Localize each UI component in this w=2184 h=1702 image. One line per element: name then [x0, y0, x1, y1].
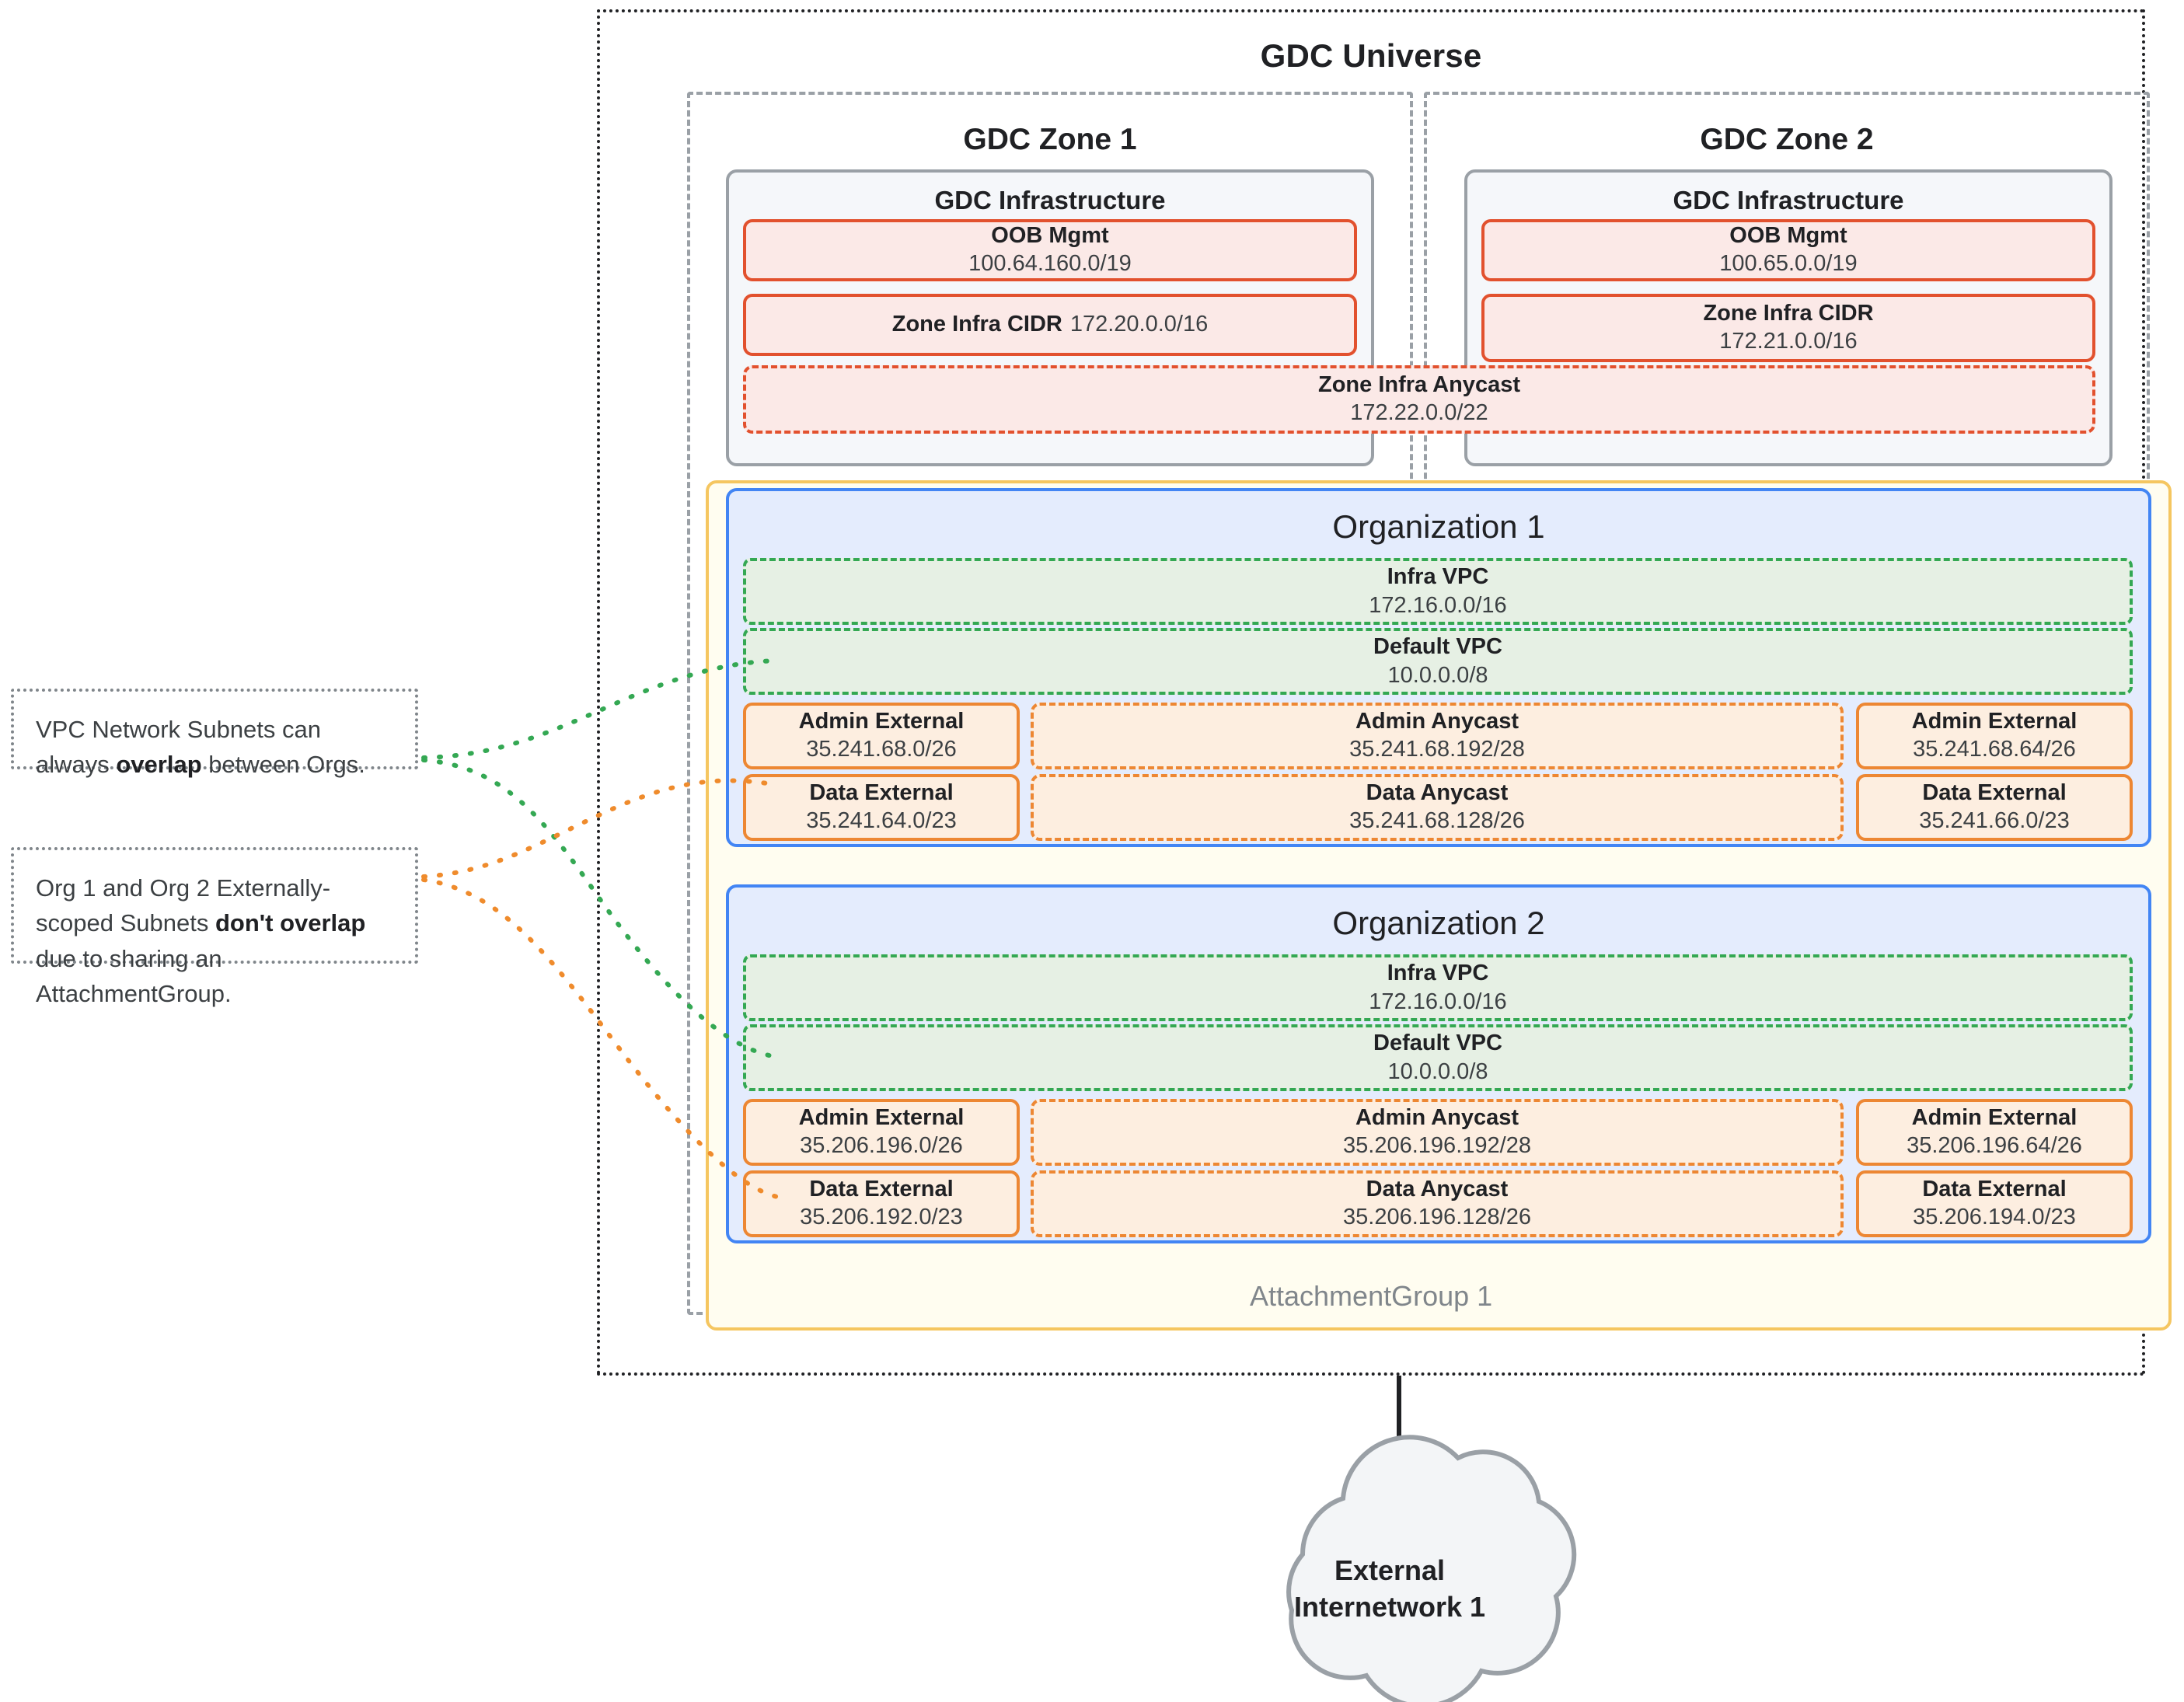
- default-vpc-cidr-org1: 10.0.0.0/8: [1387, 663, 1488, 688]
- admin-external-right-org2: Admin External 35.206.196.64/26: [1856, 1099, 2133, 1166]
- attachment-group-label: AttachmentGroup 1: [1250, 1280, 1493, 1312]
- oob-mgmt-cidr-zone1: 100.64.160.0/19: [968, 251, 1132, 276]
- infra-vpc-org1: Infra VPC 172.16.0.0/16: [743, 558, 2133, 625]
- admin-external-left-label-org1: Admin External: [798, 709, 965, 734]
- admin-external-right-cidr-org1: 35.241.68.64/26: [1913, 737, 2076, 762]
- oob-mgmt-chip-zone1: OOB Mgmt 100.64.160.0/19: [743, 219, 1357, 281]
- data-external-left-label-org2: Data External: [809, 1177, 954, 1202]
- admin-external-left-org1: Admin External 35.241.68.0/26: [743, 703, 1020, 769]
- external-internetwork-line1: External: [1334, 1554, 1446, 1587]
- default-vpc-org1: Default VPC 10.0.0.0/8: [743, 628, 2133, 695]
- gdc-universe-title: GDC Universe: [1260, 37, 1482, 74]
- data-external-left-cidr-org2: 35.206.192.0/23: [800, 1205, 963, 1229]
- zone-infra-cidr-chip-zone1: Zone Infra CIDR 172.20.0.0/16: [743, 294, 1357, 356]
- admin-anycast-org1: Admin Anycast 35.241.68.192/28: [1031, 703, 1844, 769]
- oob-mgmt-chip-zone2: OOB Mgmt 100.65.0.0/19: [1481, 219, 2095, 281]
- data-external-right-cidr-org1: 35.241.66.0/23: [1919, 808, 2070, 833]
- data-anycast-cidr-org2: 35.206.196.128/26: [1343, 1205, 1531, 1229]
- admin-anycast-label-org1: Admin Anycast: [1355, 709, 1519, 734]
- oob-mgmt-label-zone2: OOB Mgmt: [1729, 223, 1847, 249]
- data-anycast-label-org1: Data Anycast: [1366, 780, 1509, 806]
- zone-infra-cidr-value-zone2: 172.21.0.0/16: [1719, 329, 1858, 354]
- data-external-right-org1: Data External 35.241.66.0/23: [1856, 774, 2133, 841]
- oob-mgmt-cidr-zone2: 100.65.0.0/19: [1719, 251, 1858, 276]
- admin-external-left-org2: Admin External 35.206.196.0/26: [743, 1099, 1020, 1166]
- admin-external-left-cidr-org1: 35.241.68.0/26: [806, 737, 957, 762]
- default-vpc-label-org2: Default VPC: [1373, 1031, 1502, 1056]
- infra-vpc-cidr-org1: 172.16.0.0/16: [1369, 593, 1507, 618]
- data-anycast-label-org2: Data Anycast: [1366, 1177, 1509, 1202]
- data-anycast-cidr-org1: 35.241.68.128/26: [1349, 808, 1525, 833]
- external-internetwork-cloud: [1286, 1435, 1577, 1702]
- admin-external-left-label-org2: Admin External: [798, 1105, 965, 1131]
- zone-infra-anycast-chip: Zone Infra Anycast 172.22.0.0/22: [743, 365, 2095, 434]
- data-external-right-label-org2: Data External: [1922, 1177, 2067, 1202]
- zone-infra-cidr-label-zone1: Zone Infra CIDR: [891, 312, 1062, 337]
- default-vpc-label-org1: Default VPC: [1373, 634, 1502, 660]
- zone-infra-anycast-cidr: 172.22.0.0/22: [1350, 400, 1488, 425]
- note-external-subnets-no-overlap: Org 1 and Org 2 Externally-scoped Subnet…: [11, 847, 418, 1007]
- data-external-left-org1: Data External 35.241.64.0/23: [743, 774, 1020, 841]
- note-vpc-overlap: VPC Network Subnets can always overlap b…: [11, 689, 418, 778]
- infra-vpc-cidr-org2: 172.16.0.0/16: [1369, 989, 1507, 1014]
- gdc-infrastructure-title-zone1: GDC Infrastructure: [934, 186, 1166, 214]
- admin-external-right-org1: Admin External 35.241.68.64/26: [1856, 703, 2133, 769]
- admin-external-left-cidr-org2: 35.206.196.0/26: [800, 1133, 963, 1158]
- organization-2-title: Organization 2: [1332, 905, 1545, 941]
- data-external-left-cidr-org1: 35.241.64.0/23: [806, 808, 957, 833]
- admin-anycast-label-org2: Admin Anycast: [1355, 1105, 1519, 1131]
- organization-1-title: Organization 1: [1332, 508, 1545, 545]
- admin-external-right-label-org1: Admin External: [1911, 709, 2078, 734]
- data-external-right-label-org1: Data External: [1922, 780, 2067, 806]
- oob-mgmt-label-zone1: OOB Mgmt: [991, 223, 1109, 249]
- zone-infra-cidr-label-zone2: Zone Infra CIDR: [1703, 301, 1874, 326]
- default-vpc-org2: Default VPC 10.0.0.0/8: [743, 1024, 2133, 1091]
- data-anycast-org2: Data Anycast 35.206.196.128/26: [1031, 1170, 1844, 1237]
- gdc-zone-1-title: GDC Zone 1: [963, 123, 1137, 156]
- data-external-left-label-org1: Data External: [809, 780, 954, 806]
- gdc-zone-2-title: GDC Zone 2: [1700, 123, 1874, 156]
- admin-anycast-org2: Admin Anycast 35.206.196.192/28: [1031, 1099, 1844, 1166]
- infra-vpc-org2: Infra VPC 172.16.0.0/16: [743, 954, 2133, 1021]
- external-internetwork-line2: Internetwork 1: [1293, 1591, 1486, 1623]
- admin-external-right-label-org2: Admin External: [1911, 1105, 2078, 1131]
- infra-vpc-label-org2: Infra VPC: [1387, 961, 1489, 986]
- zone-infra-cidr-chip-zone2: Zone Infra CIDR 172.21.0.0/16: [1481, 294, 2095, 362]
- default-vpc-cidr-org2: 10.0.0.0/8: [1387, 1059, 1488, 1084]
- data-anycast-org1: Data Anycast 35.241.68.128/26: [1031, 774, 1844, 841]
- zone-infra-cidr-value-zone1: 172.20.0.0/16: [1069, 312, 1209, 337]
- admin-anycast-cidr-org2: 35.206.196.192/28: [1343, 1133, 1531, 1158]
- admin-anycast-cidr-org1: 35.241.68.192/28: [1349, 737, 1525, 762]
- data-external-right-org2: Data External 35.206.194.0/23: [1856, 1170, 2133, 1237]
- admin-external-right-cidr-org2: 35.206.196.64/26: [1907, 1133, 2082, 1158]
- external-internetwork-label: External Internetwork 1: [1242, 1547, 1537, 1632]
- zone-infra-anycast-label: Zone Infra Anycast: [1318, 372, 1520, 398]
- infra-vpc-label-org1: Infra VPC: [1387, 564, 1489, 590]
- gdc-infrastructure-title-zone2: GDC Infrastructure: [1673, 186, 1904, 214]
- data-external-left-org2: Data External 35.206.192.0/23: [743, 1170, 1020, 1237]
- data-external-right-cidr-org2: 35.206.194.0/23: [1913, 1205, 2076, 1229]
